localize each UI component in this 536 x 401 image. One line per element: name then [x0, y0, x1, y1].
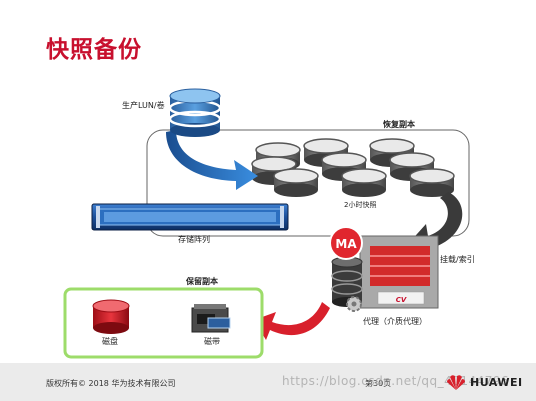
disk-label: 磁盘	[102, 337, 118, 346]
copyright-text: 版权所有© 2018 华为技术有限公司	[46, 379, 176, 388]
retention-arrow	[254, 302, 330, 340]
brand-text: HUAWEI	[470, 376, 523, 389]
footer-bar	[0, 363, 536, 401]
prod-lun-label: 生产LUN/卷	[122, 101, 165, 110]
snapshot-arrow	[166, 130, 258, 190]
page-title: 快照备份	[46, 37, 142, 63]
tape-icon	[191, 304, 231, 333]
huawei-logo-icon	[447, 375, 465, 390]
snapshot-disks	[251, 138, 455, 197]
proxy-label: 代理（介质代理）	[363, 317, 427, 326]
production-lun-icon	[168, 88, 222, 137]
tape-label: 磁带	[204, 337, 220, 346]
snapshot-label: 2小时快照	[344, 201, 377, 209]
storage-array-icon	[91, 203, 289, 231]
proxy-server-icon	[329, 226, 439, 312]
retention-copy-label: 保留副本	[186, 277, 218, 286]
disk-icon	[92, 299, 130, 334]
page-number: 第30页	[365, 379, 392, 388]
storage-array-label: 存储阵列	[178, 235, 210, 244]
snapshot-backup-diagram: MA CV	[63, 88, 470, 359]
cv-logo-text: CV	[396, 296, 407, 304]
recovery-copy-label: 恢复副本	[383, 120, 415, 129]
recovery-copy-box	[146, 129, 470, 237]
ma-badge-text: MA	[335, 237, 357, 251]
mount-index-label: 挂载/索引	[440, 255, 475, 264]
